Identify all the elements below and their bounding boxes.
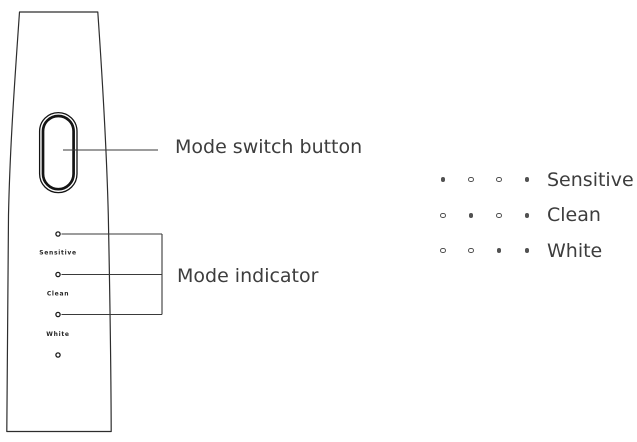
led-dot: [457, 162, 485, 197]
device-label-clean: Clean: [47, 291, 69, 298]
legend-label-white: White: [547, 239, 603, 262]
device-label-sensitive: Sensitive: [39, 250, 77, 257]
led-dot: [457, 198, 485, 233]
led-dot: [485, 198, 513, 233]
mode-switch-button: [41, 114, 75, 191]
led-dot: [457, 233, 485, 268]
mode-led-legend: Sensitive Clean White: [429, 162, 634, 269]
led-indicator-white: [55, 311, 61, 318]
led-dot: [513, 162, 541, 197]
mode-switch-button-outer-ring: [38, 111, 78, 194]
led-dot: [429, 198, 457, 233]
led-indicator-bottom: [55, 352, 61, 358]
legend-label-sensitive: Sensitive: [547, 168, 634, 191]
legend-row-white: White: [429, 233, 634, 269]
legend-row-clean: Clean: [429, 198, 634, 234]
led-dot: [485, 162, 513, 197]
mode-switch-button-label: Mode switch button: [175, 136, 363, 158]
led-dot: [429, 233, 457, 268]
device-body: [6, 11, 112, 433]
led-indicator-clean: [55, 271, 61, 278]
legend-row-sensitive: Sensitive: [429, 162, 634, 198]
led-dot: [513, 198, 541, 233]
led-dot: [513, 233, 541, 268]
legend-label-clean: Clean: [547, 204, 601, 227]
led-indicator-sensitive: [55, 231, 61, 237]
device-label-white: White: [46, 331, 69, 338]
led-dot: [485, 233, 513, 268]
mode-indicator-label: Mode indicator: [177, 265, 319, 287]
led-dot: [429, 162, 457, 197]
